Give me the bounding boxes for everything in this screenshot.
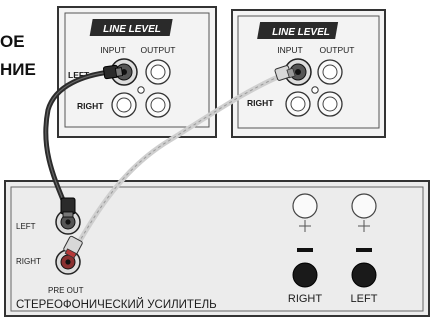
speaker-terminal-right xyxy=(292,193,318,288)
cable-dark-left xyxy=(43,69,113,215)
unit-1-inner-frame xyxy=(64,12,210,128)
unit-1-output-label: OUTPUT xyxy=(141,45,176,55)
unit-2-input-label: INPUT xyxy=(277,45,303,55)
unit-1-output-right-jack xyxy=(145,92,171,118)
unit-1-input-right-jack xyxy=(111,92,137,118)
source-unit-2: LINE LEVEL INPUT OUTPUT RIGHT xyxy=(231,9,386,138)
terminal-left-positive xyxy=(351,193,377,219)
unit-2-output-label: OUTPUT xyxy=(320,45,355,55)
plug-light-amp xyxy=(63,235,83,259)
unit-2-output-left-jack xyxy=(317,59,343,85)
unit-1-left-label: LEFT xyxy=(68,70,90,80)
plug-dark-unit-1 xyxy=(102,64,123,80)
source-unit-1: LINE LEVEL INPUT OUTPUT LEFT RIGHT xyxy=(57,6,217,138)
unit-2-right-label: RIGHT xyxy=(247,98,274,108)
title-fragment-1: ОЕ xyxy=(0,32,25,51)
stereo-amplifier: LEFT RIGHT PRE OUT RIGHT LEFT СТЕ xyxy=(4,180,430,317)
terminal-right-positive xyxy=(292,193,318,219)
unit-2-inner-frame xyxy=(237,15,380,129)
plug-light-unit-2 xyxy=(274,65,296,81)
unit-1-badge-text: LINE LEVEL xyxy=(103,24,161,35)
unit-1-ground-screw xyxy=(137,86,145,94)
amp-right-label: RIGHT xyxy=(16,257,41,266)
unit-1-input-label: INPUT xyxy=(100,45,126,55)
unit-1-right-label: RIGHT xyxy=(77,101,104,111)
terminal-right-negative xyxy=(292,262,318,288)
unit-2-badge-text: LINE LEVEL xyxy=(272,27,330,38)
unit-2-badge xyxy=(257,22,339,39)
speaker-left-label: LEFT xyxy=(351,293,378,305)
terminal-right-plus-mark xyxy=(299,220,311,232)
amplifier-name: СТЕРЕОФОНИЧЕСКИЙ УСИЛИТЕЛЬ xyxy=(16,298,217,311)
unit-2-ground-screw xyxy=(311,86,319,94)
unit-2-input-right-jack xyxy=(285,91,311,117)
unit-2-output-right-jack xyxy=(317,91,343,117)
amp-left-label: LEFT xyxy=(16,222,36,231)
speaker-right-label: RIGHT xyxy=(288,293,323,305)
terminal-left-plus-mark xyxy=(358,220,370,232)
cable-light-right xyxy=(69,71,288,257)
terminal-right-minus-mark xyxy=(297,248,313,252)
amp-pre-out-label: PRE OUT xyxy=(48,286,84,295)
terminal-left-minus-mark xyxy=(356,248,372,252)
title-fragment-2: НИЕ xyxy=(0,60,36,79)
amplifier-inner-frame xyxy=(10,186,424,312)
plug-dark-amp xyxy=(60,197,76,218)
terminal-left-negative xyxy=(351,262,377,288)
speaker-terminal-left xyxy=(351,193,377,288)
unit-1-output-left-jack xyxy=(145,59,171,85)
unit-1-badge xyxy=(89,19,173,36)
